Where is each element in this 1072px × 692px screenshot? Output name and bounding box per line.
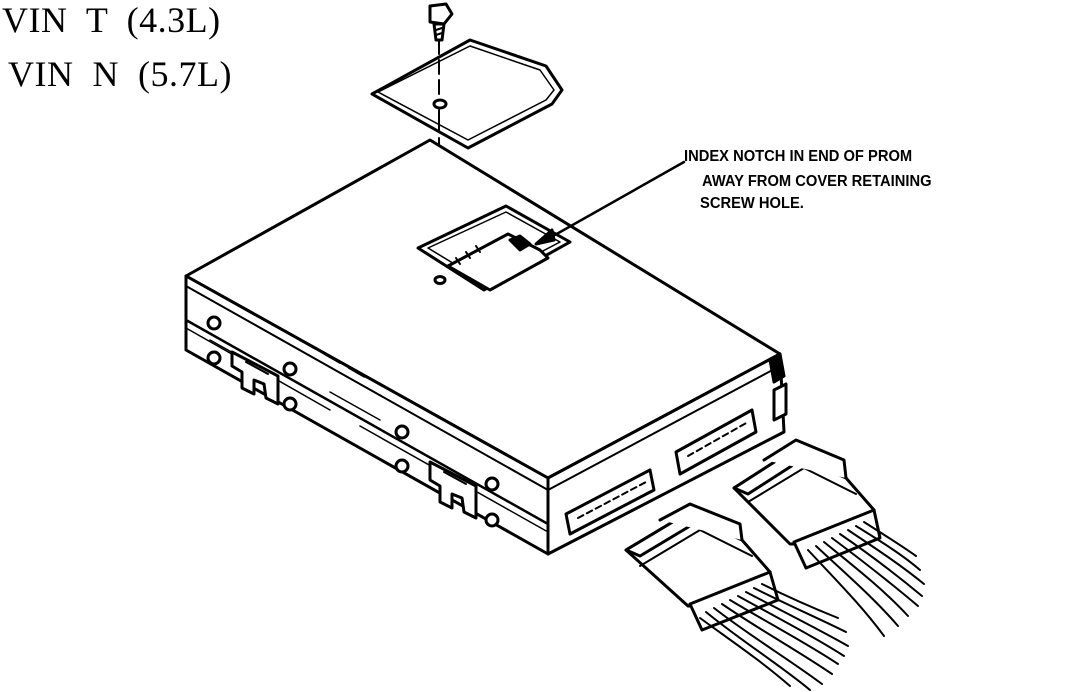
callout-leader xyxy=(536,162,684,244)
bolt xyxy=(208,317,220,329)
callout-line-1: INDEX NOTCH IN END OF PROM xyxy=(684,148,913,165)
harness-connector-b xyxy=(734,440,924,636)
vin-t-label: VIN T (4.3L) xyxy=(2,0,221,40)
harness-connector-a xyxy=(626,504,848,690)
bolt xyxy=(284,363,296,375)
bolt xyxy=(396,460,408,472)
ecm-housing xyxy=(186,140,786,554)
bolt xyxy=(486,478,498,490)
retaining-screw xyxy=(430,4,452,40)
prom-cover xyxy=(372,40,562,148)
vin-n-label: VIN N (5.7L) xyxy=(8,54,232,94)
callout-line-3: SCREW HOLE. xyxy=(700,195,804,212)
ecm-connector-sockets xyxy=(560,410,784,548)
callout-line-2: AWAY FROM COVER RETAINING xyxy=(702,173,932,190)
bolt xyxy=(208,352,220,364)
mounting-bracket-right xyxy=(430,462,476,518)
prom-window xyxy=(418,206,570,290)
harness-wires-b xyxy=(808,522,924,636)
mounting-bracket-left xyxy=(232,352,278,404)
bolt xyxy=(396,426,408,438)
bolt xyxy=(486,514,498,526)
bolt xyxy=(284,398,296,410)
mounting-bolts xyxy=(208,317,498,526)
harness-wires-a xyxy=(700,584,848,690)
socket-right xyxy=(676,410,756,474)
